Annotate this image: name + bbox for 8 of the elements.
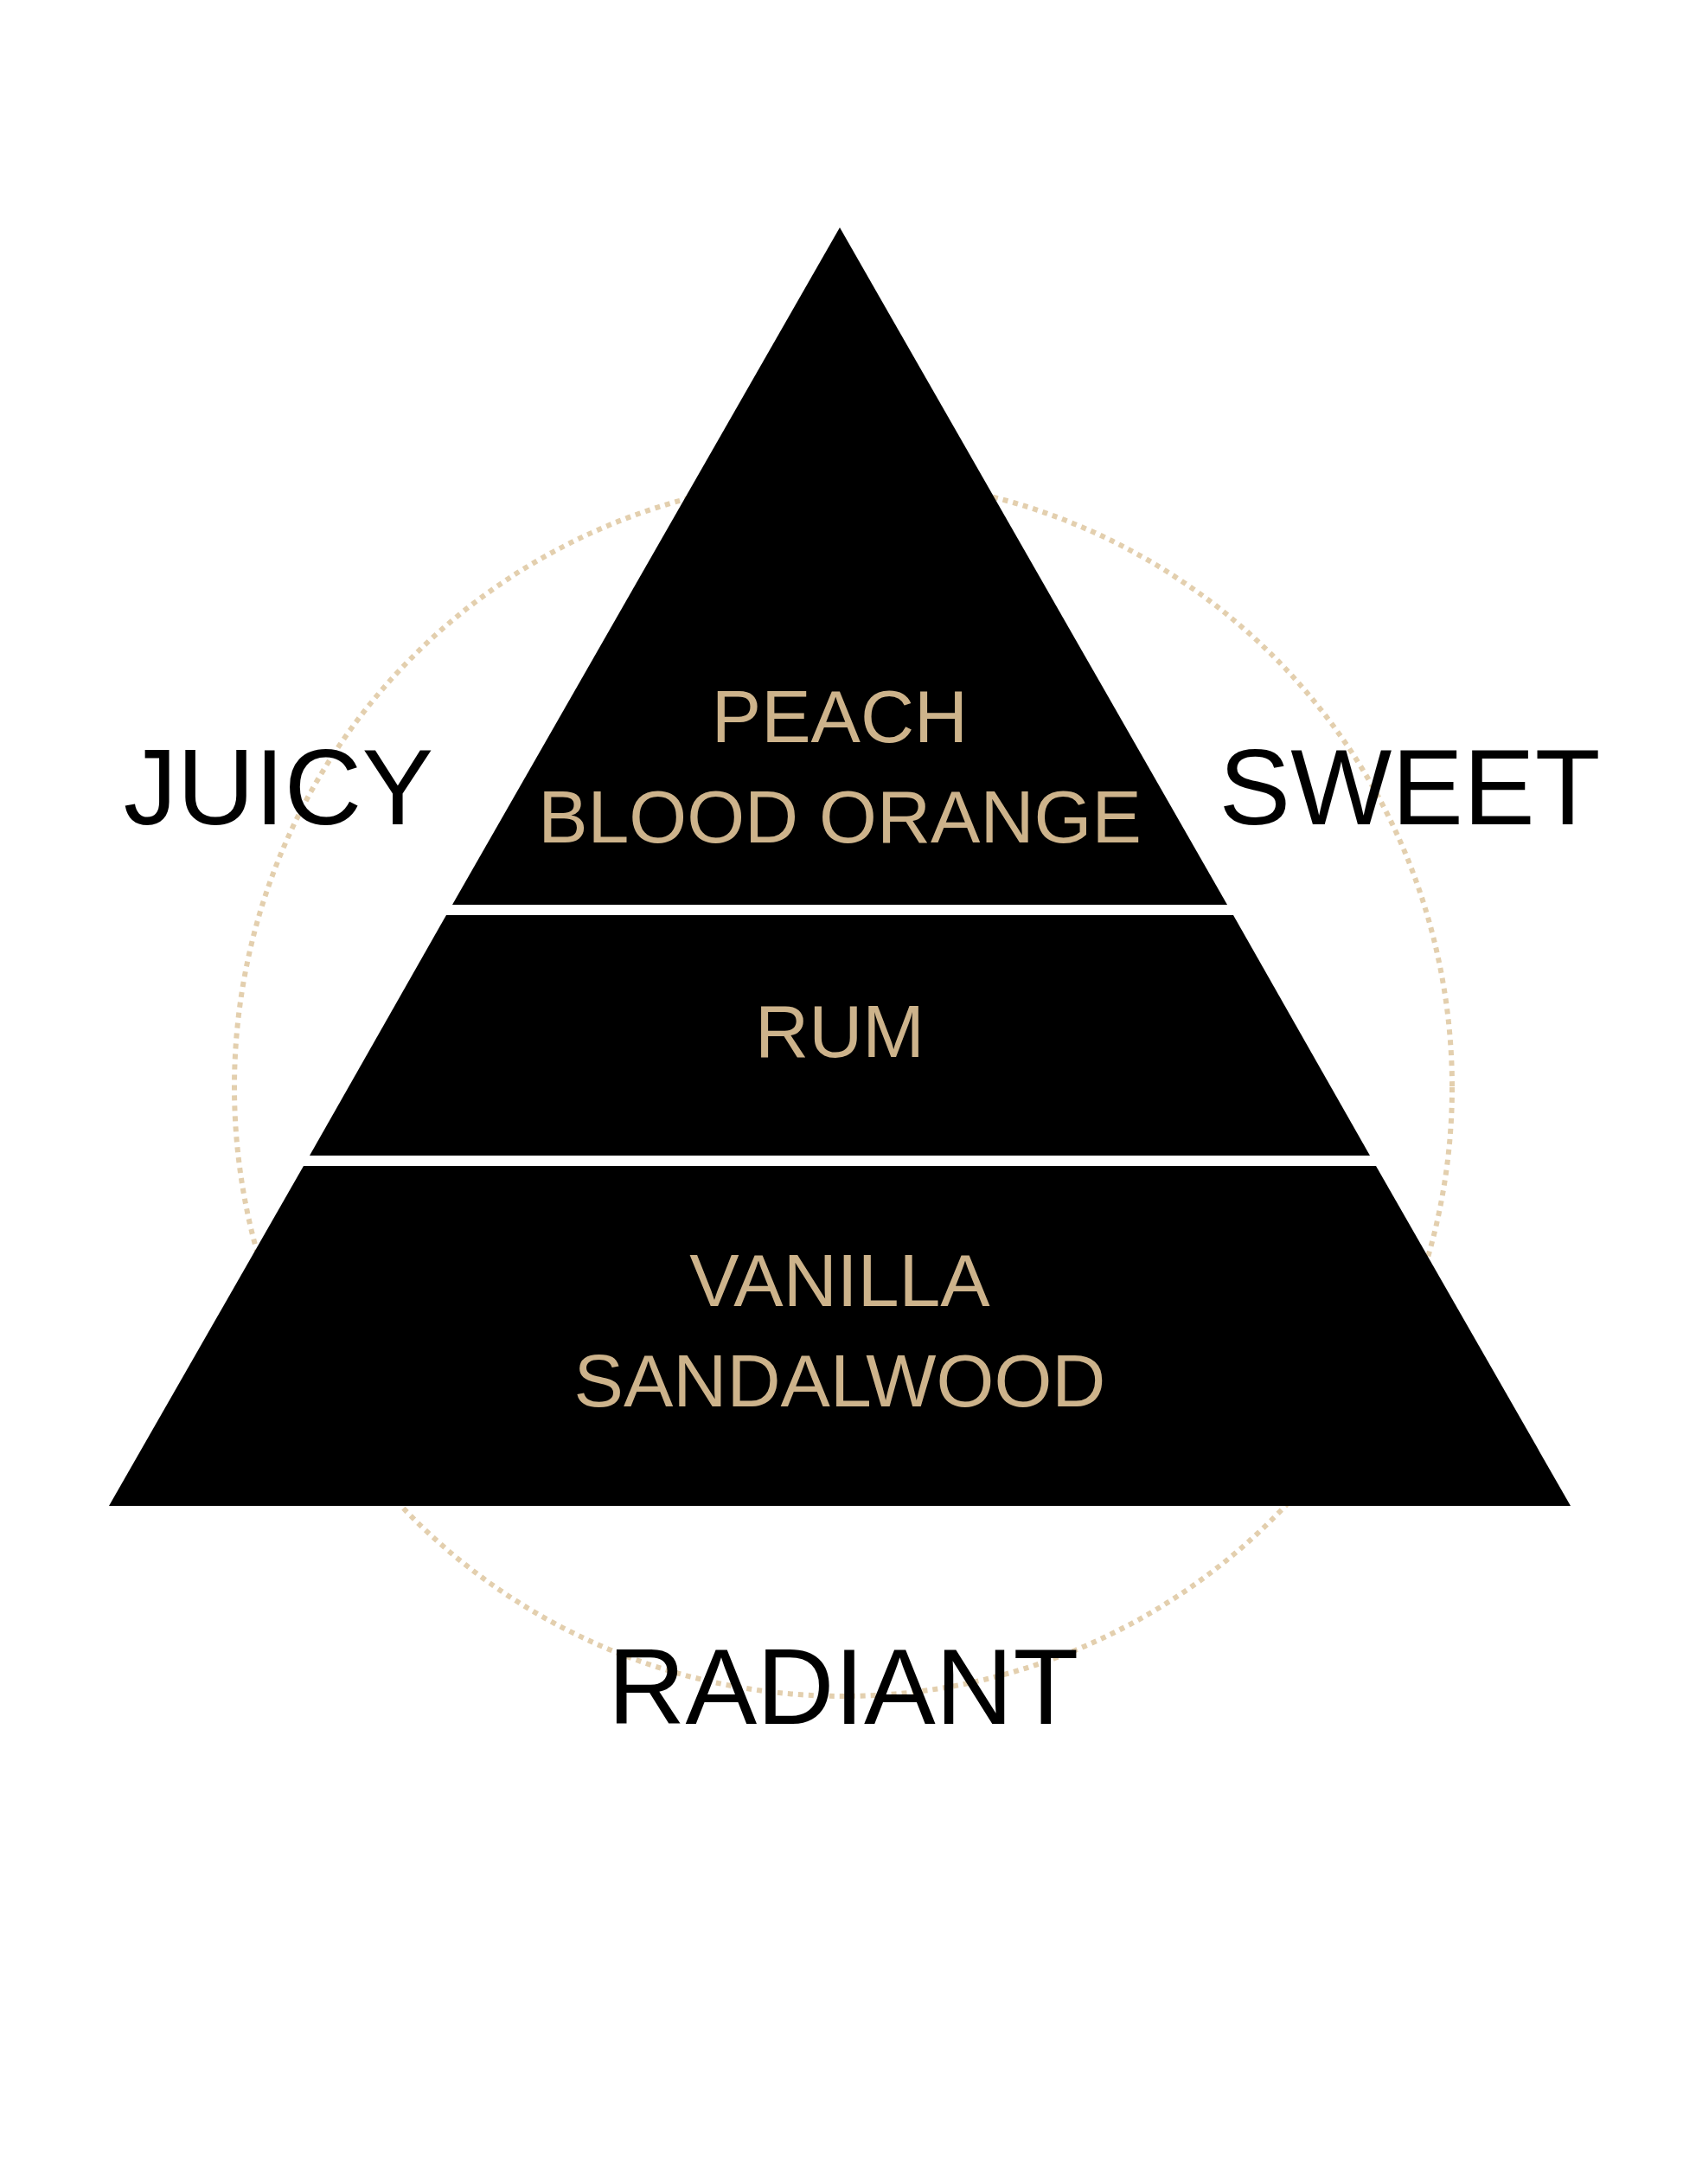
note-text: SANDALWOOD xyxy=(573,1338,1106,1424)
note-text: RUM xyxy=(755,989,925,1074)
accord-label: SWEET xyxy=(1219,733,1601,841)
accord-label: RADIANT xyxy=(607,1633,1079,1740)
note-text: PEACH xyxy=(711,674,969,759)
accord-label: JUICY xyxy=(123,733,434,841)
note-text: VANILLA xyxy=(689,1238,990,1323)
note-text: BLOOD ORANGE xyxy=(538,774,1142,860)
